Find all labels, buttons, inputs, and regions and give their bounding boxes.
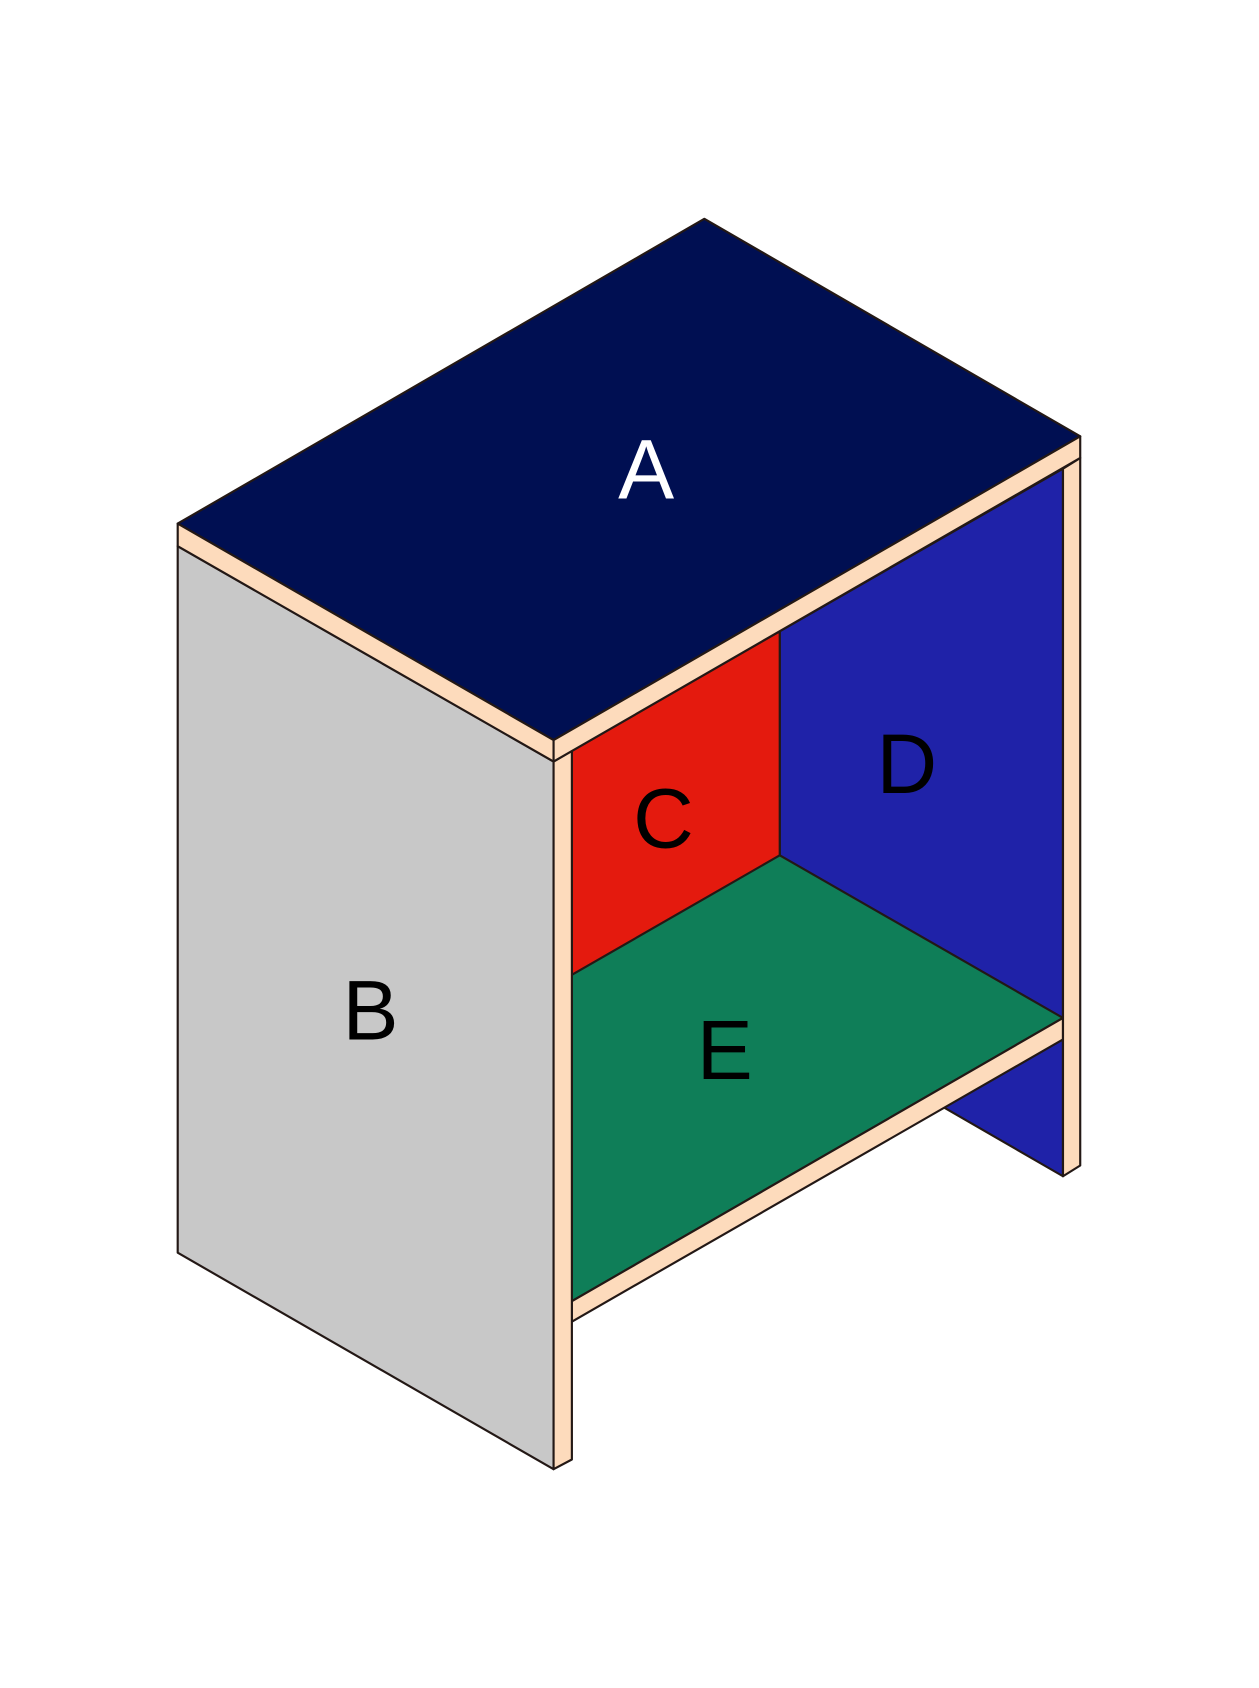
label-c: C xyxy=(633,772,694,866)
label-b: B xyxy=(342,963,398,1057)
left-post-edge xyxy=(552,749,573,1471)
top-right-edge xyxy=(552,435,1082,763)
label-e: E xyxy=(697,1003,753,1097)
label-a: A xyxy=(618,423,674,517)
right-post-edge xyxy=(1061,456,1082,1178)
label-d: D xyxy=(876,717,937,811)
